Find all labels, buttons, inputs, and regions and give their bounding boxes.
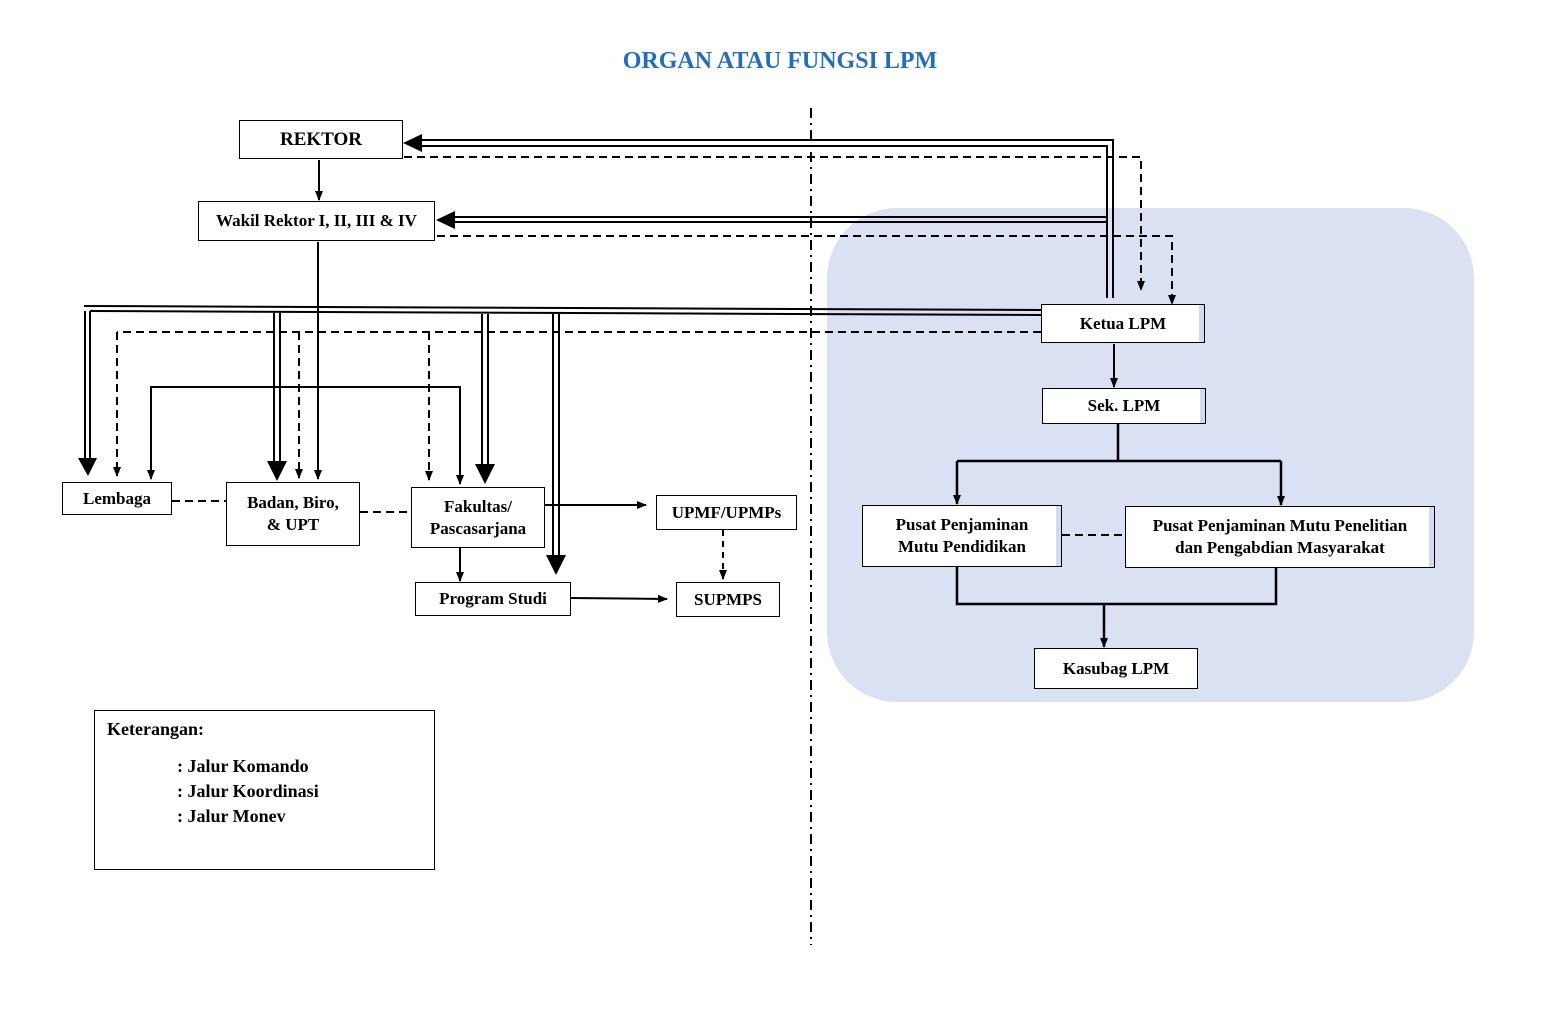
monev-to-rektor <box>414 139 1114 298</box>
node-pusat-pendidikan-label-2: Mutu Pendidikan <box>897 537 1026 556</box>
node-sek-lpm: Sek. LPM <box>1042 388 1206 424</box>
node-program-studi-label: Program Studi <box>439 589 547 608</box>
monev-to-wakil <box>446 216 1107 223</box>
node-ketua-lpm: Ketua LPM <box>1041 304 1205 343</box>
node-program-studi: Program Studi <box>415 582 571 616</box>
node-fakultas-label-1: Fakultas/ <box>443 496 513 516</box>
node-supmps-label: SUPMPS <box>694 589 762 609</box>
node-pusat-pendidikan: Pusat Penjaminan Mutu Pendidikan <box>862 505 1062 567</box>
monev-arrow-badan <box>267 461 287 481</box>
node-upmf-label: UPMF/UPMPs <box>671 502 782 522</box>
node-pusat-penelitian-label-1: Pusat Penjaminan Mutu Penelitian <box>1152 516 1408 535</box>
lpm-region <box>827 208 1474 702</box>
komando-sek-pusat <box>957 424 1281 463</box>
node-upmf: UPMF/UPMPs <box>656 495 797 530</box>
node-kasubag-lpm: Kasubag LPM <box>1034 648 1198 689</box>
komando-pusat-kasubag <box>955 567 1278 606</box>
node-badan-label-2: & UPT <box>266 515 320 534</box>
koordinasi-rektor-ketua <box>404 156 1145 291</box>
node-rektor: REKTOR <box>239 120 403 159</box>
komando-prodi-supmps <box>570 594 668 603</box>
legend-title: Keterangan: <box>107 719 204 739</box>
node-sek-lpm-label: Sek. LPM <box>1087 396 1161 415</box>
node-pusat-penelitian: Pusat Penjaminan Mutu Penelitian dan Pen… <box>1125 506 1435 568</box>
node-supmps: SUPMPS <box>676 582 780 617</box>
monev-rektor-arrow <box>403 134 422 152</box>
komando-lembaga-fakultas-bar <box>150 386 464 485</box>
legend-koordinasi-label: : Jalur Koordinasi <box>177 781 319 801</box>
legend: Keterangan: : Jalur Komando : Jalur Koor… <box>94 710 435 870</box>
node-lembaga-label: Lembaga <box>83 488 151 508</box>
legend-monev-label: : Jalur Monev <box>177 806 286 826</box>
node-wakil-rektor: Wakil Rektor I, II, III & IV <box>198 201 435 241</box>
legend-komando-label: : Jalur Komando <box>177 756 309 776</box>
node-pusat-pendidikan-label-1: Pusat Penjaminan <box>895 515 1029 534</box>
monev-wakil-arrow <box>436 211 455 229</box>
monev-horizontal <box>83 305 1042 316</box>
node-lembaga: Lembaga <box>62 482 172 515</box>
node-fakultas-label-2: Pascasarjana <box>429 518 527 538</box>
monev-arrow-fakultas <box>475 464 495 484</box>
monev-drops <box>84 311 560 555</box>
node-kasubag-lpm-label: Kasubag LPM <box>1062 658 1170 678</box>
node-wakil-rektor-label: Wakil Rektor I, II, III & IV <box>216 211 417 230</box>
monev-arrow-prodi <box>546 555 566 575</box>
node-rektor-label: REKTOR <box>279 128 362 150</box>
page-title: ORGAN ATAU FUNGSI LPM <box>622 48 938 74</box>
monev-arrow-lembaga <box>78 458 97 476</box>
koordinasi-wakil-ketua <box>437 235 1176 305</box>
node-ketua-lpm-label: Ketua LPM <box>1079 313 1167 333</box>
node-badan-biro-upt: Badan, Biro, & UPT <box>226 482 360 546</box>
node-pusat-penelitian-label-2: dan Pengabdian Masyarakat <box>1175 538 1385 557</box>
node-fakultas: Fakultas/ Pascasarjana <box>411 487 545 548</box>
node-badan-label-1: Badan, Biro, <box>247 493 339 512</box>
